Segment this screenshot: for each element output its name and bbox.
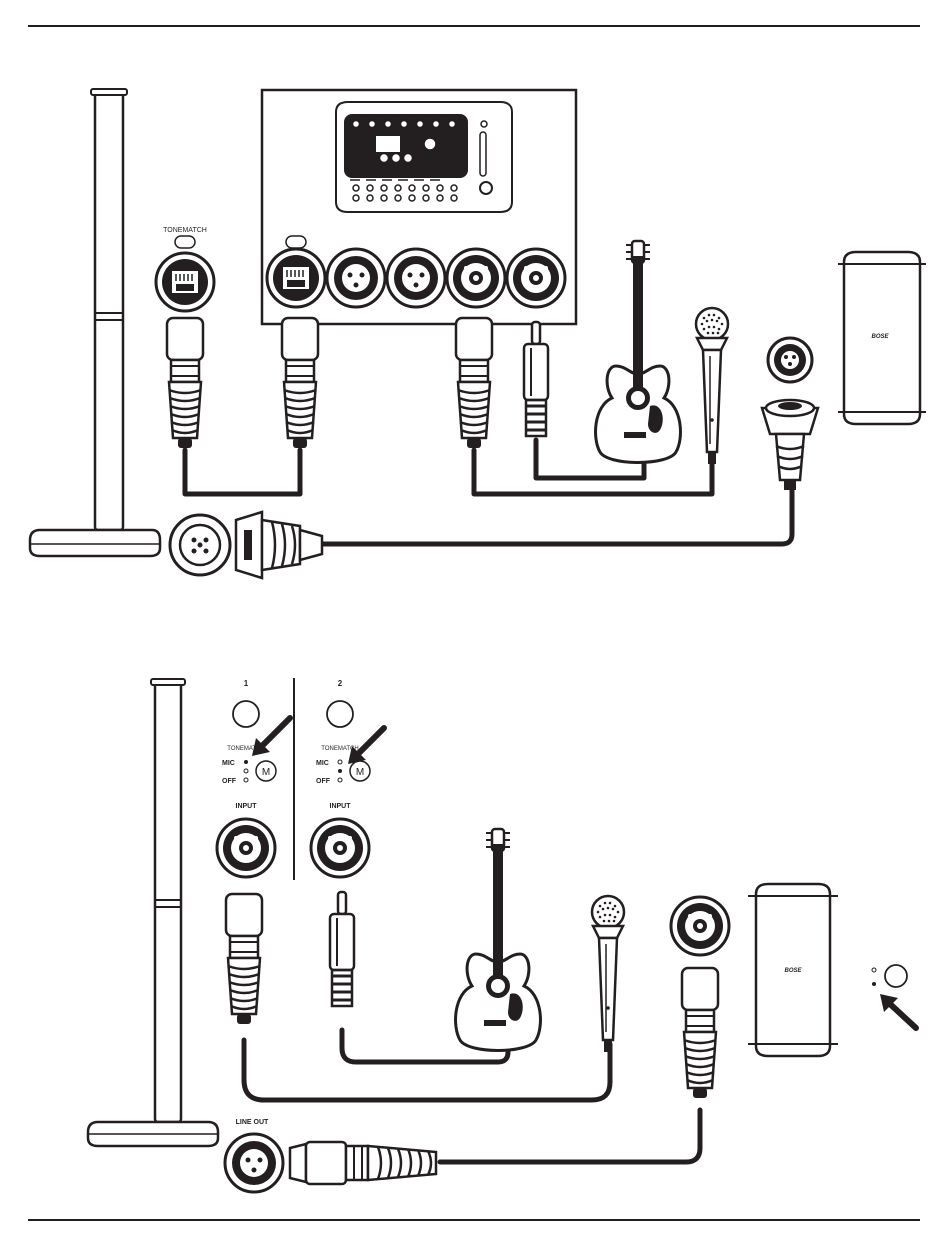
tonematch-cable	[185, 450, 300, 494]
line-out-cable	[440, 1110, 700, 1162]
channel-knob[interactable]	[233, 701, 259, 727]
ethercon-jack-icon	[156, 253, 214, 311]
speaker-indicator	[872, 965, 907, 987]
arrow-icon	[880, 994, 916, 1028]
mic-label: MIC	[222, 760, 235, 767]
line-out-label: LINE OUT	[236, 1119, 269, 1126]
acoustic-guitar-icon	[596, 241, 681, 463]
microphone-icon	[592, 896, 624, 1052]
tonematch-selector-button[interactable]: M	[350, 761, 370, 781]
off-label: OFF	[222, 778, 237, 785]
combo-input-jack-icon	[217, 819, 275, 877]
off-label: OFF	[316, 778, 331, 785]
speaker-input-jack-icon	[768, 338, 812, 382]
quarter-inch-jack-icon	[524, 322, 548, 436]
portable-speaker-icon: BOSE	[748, 884, 838, 1056]
combo-input-jack-icon	[671, 897, 729, 955]
portable-speaker-icon: BOSE	[838, 252, 926, 424]
locking-connector-icon	[762, 400, 818, 490]
quarter-inch-jack-icon	[330, 892, 354, 1006]
input-label: INPUT	[236, 803, 258, 810]
channel-1-strip: 1 TONEMATCH MIC OFF M INPUT	[217, 679, 276, 877]
combo-input-jack-icon	[507, 249, 565, 307]
speaker-link-cable	[322, 490, 792, 544]
brand-logo: BOSE	[871, 334, 889, 340]
tonematch-label: TONEMATCH	[163, 227, 207, 234]
mic-cable	[474, 450, 712, 494]
base-speaker-jack-icon	[170, 515, 230, 575]
xlr-connector-icon	[290, 1142, 436, 1184]
locking-connector-icon	[236, 512, 322, 578]
brand-logo: BOSE	[784, 968, 802, 974]
xlr-connector-icon	[282, 318, 318, 448]
mic-label: MIC	[316, 760, 329, 767]
mic-cable	[244, 1040, 610, 1100]
tonematch-selector-button[interactable]: M	[256, 761, 276, 781]
xlr-connector-icon	[682, 968, 718, 1098]
channel-knob[interactable]	[327, 701, 353, 727]
speaker-tonematch-port: TONEMATCH	[156, 227, 214, 311]
channel-number: 2	[338, 679, 343, 688]
svg-text:M: M	[356, 767, 364, 778]
bottom-diagram: 1 TONEMATCH MIC OFF M INPUT 2 TONEMATCH …	[88, 678, 916, 1192]
channel-2-strip: 2 TONEMATCH MIC OFF M INPUT	[311, 679, 370, 877]
combo-input-jack-icon	[311, 819, 369, 877]
acoustic-guitar-icon	[456, 829, 541, 1051]
input-label: INPUT	[330, 803, 352, 810]
xlr-jack-icon	[225, 1134, 283, 1192]
line-array-speaker-icon	[88, 679, 218, 1146]
arrow-icon	[252, 718, 290, 756]
xlr-out-jack-icon	[387, 249, 445, 307]
top-diagram: TONEMATCH	[30, 89, 926, 578]
combo-input-jack-icon	[447, 249, 505, 307]
tonematch-mixer-icon	[262, 90, 576, 324]
xlr-out-jack-icon	[327, 249, 385, 307]
xlr-connector-icon	[167, 318, 203, 448]
microphone-icon	[696, 308, 728, 464]
svg-text:M: M	[262, 767, 270, 778]
xlr-connector-icon	[456, 318, 492, 448]
mixer-ethercon-jack-icon	[267, 249, 325, 307]
channel-number: 1	[244, 679, 249, 688]
line-array-speaker-icon	[30, 89, 160, 556]
xlr-connector-icon	[226, 894, 262, 1024]
